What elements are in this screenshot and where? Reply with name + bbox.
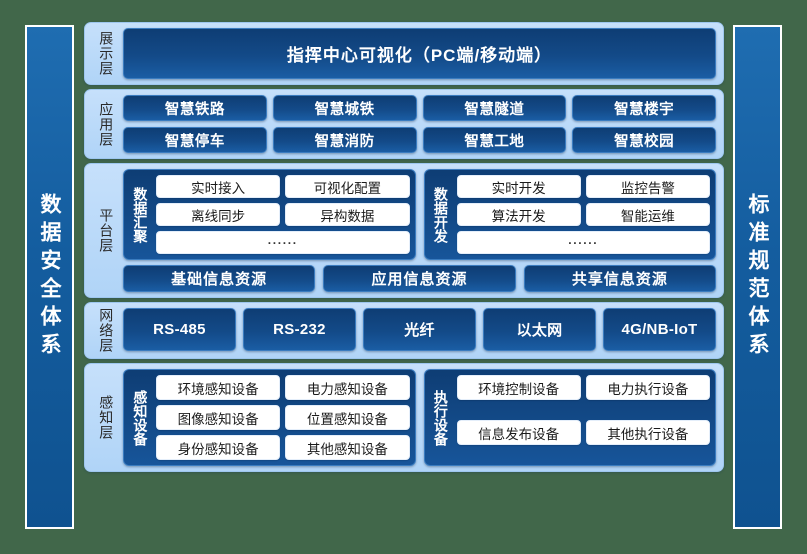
group-title-data-development-label: 数据开发 bbox=[432, 186, 449, 243]
platform-groups-row: 数据汇聚 实时接入 可视化配置 离线同步 异构数据 ······ bbox=[123, 169, 716, 260]
platform-group-data-development: 数据开发 实时开发 监控告警 算法开发 智能运维 ······ bbox=[423, 169, 716, 260]
layer-display-name: 展示层 bbox=[89, 28, 123, 79]
app-item-smart-building[interactable]: 智慧楼宇 bbox=[572, 95, 716, 121]
layer-perception: 感知层 感知设备 环境感知设备 电力感知设备 图像感知设备 位置感知设备 bbox=[84, 363, 724, 472]
cell-algorithm-development[interactable]: 算法开发 bbox=[456, 203, 581, 226]
network-grid: RS-485 RS-232 光纤 以太网 4G/NB-IoT bbox=[123, 308, 716, 351]
cell-information-publishing[interactable]: 信息发布设备 bbox=[456, 420, 581, 445]
layer-stack: 展示层 指挥中心可视化（PC端/移动端） 应用层 智慧铁路 智慧城铁 智慧隧道 … bbox=[84, 22, 724, 472]
app-item-smart-construction[interactable]: 智慧工地 bbox=[422, 127, 567, 153]
network-item-rs232[interactable]: RS-232 bbox=[243, 308, 356, 351]
layer-perception-body: 感知设备 环境感知设备 电力感知设备 图像感知设备 位置感知设备 身份感知设备 … bbox=[123, 369, 716, 466]
resource-application-information[interactable]: 应用信息资源 bbox=[323, 265, 516, 292]
group-title-data-aggregation-label: 数据汇聚 bbox=[132, 186, 149, 243]
layer-network: 网络层 RS-485 RS-232 光纤 以太网 4G/NB-IoT bbox=[84, 302, 724, 359]
app-item-smart-firefighting[interactable]: 智慧消防 bbox=[272, 127, 417, 153]
layer-display: 展示层 指挥中心可视化（PC端/移动端） bbox=[84, 22, 724, 85]
perception-group-actuator-devices: 执行设备 环境控制设备 电力执行设备 信息发布设备 其他执行设备 bbox=[423, 369, 716, 466]
resource-basic-information[interactable]: 基础信息资源 bbox=[123, 265, 316, 292]
cell-realtime-development[interactable]: 实时开发 bbox=[456, 175, 581, 198]
network-item-rs485[interactable]: RS-485 bbox=[123, 308, 236, 351]
cell-power-actuator[interactable]: 电力执行设备 bbox=[585, 375, 710, 400]
cell-position-sensing[interactable]: 位置感知设备 bbox=[285, 405, 410, 430]
layer-display-label: 展示层 bbox=[98, 31, 115, 76]
app-item-smart-campus[interactable]: 智慧校园 bbox=[572, 127, 716, 153]
group-cells-actuator-devices: 环境控制设备 电力执行设备 信息发布设备 其他执行设备 bbox=[456, 375, 710, 460]
app-item-smart-tunnel[interactable]: 智慧隧道 bbox=[422, 95, 567, 121]
layer-network-name: 网络层 bbox=[89, 308, 123, 353]
group-title-sensing-devices: 感知设备 bbox=[129, 375, 151, 460]
pillar-right-label: 标准规范体系 bbox=[746, 193, 769, 361]
pillar-data-security: 数据安全体系 bbox=[25, 25, 74, 529]
cell-offline-sync[interactable]: 离线同步 bbox=[156, 203, 281, 226]
platform-group-data-aggregation: 数据汇聚 实时接入 可视化配置 离线同步 异构数据 ······ bbox=[123, 169, 416, 260]
pillar-standard-spec: 标准规范体系 bbox=[733, 25, 782, 529]
platform-resources-row: 基础信息资源 应用信息资源 共享信息资源 bbox=[123, 265, 716, 292]
network-item-ethernet[interactable]: 以太网 bbox=[483, 308, 596, 351]
display-command-center[interactable]: 指挥中心可视化（PC端/移动端） bbox=[123, 28, 716, 79]
cell-visual-configuration[interactable]: 可视化配置 bbox=[285, 175, 410, 198]
group-cells-data-aggregation: 实时接入 可视化配置 离线同步 异构数据 ······ bbox=[156, 175, 410, 254]
cell-identity-sensing[interactable]: 身份感知设备 bbox=[156, 435, 281, 460]
perception-groups-row: 感知设备 环境感知设备 电力感知设备 图像感知设备 位置感知设备 身份感知设备 … bbox=[123, 369, 716, 466]
cell-image-sensing[interactable]: 图像感知设备 bbox=[156, 405, 281, 430]
cell-heterogeneous-data[interactable]: 异构数据 bbox=[285, 203, 410, 226]
group-cells-data-development: 实时开发 监控告警 算法开发 智能运维 ······ bbox=[456, 175, 710, 254]
cell-other-sensing[interactable]: 其他感知设备 bbox=[285, 435, 410, 460]
resource-shared-information[interactable]: 共享信息资源 bbox=[523, 265, 716, 292]
group-title-actuator-devices: 执行设备 bbox=[430, 375, 452, 460]
app-item-smart-railway[interactable]: 智慧铁路 bbox=[123, 95, 267, 121]
cell-environment-control[interactable]: 环境控制设备 bbox=[456, 375, 581, 400]
layer-network-label: 网络层 bbox=[98, 308, 115, 353]
network-item-fiber[interactable]: 光纤 bbox=[363, 308, 476, 351]
cell-other-actuator[interactable]: 其他执行设备 bbox=[585, 420, 710, 445]
layer-perception-label: 感知层 bbox=[98, 395, 115, 440]
layer-platform-body: 数据汇聚 实时接入 可视化配置 离线同步 异构数据 ······ bbox=[123, 169, 716, 292]
layer-network-body: RS-485 RS-232 光纤 以太网 4G/NB-IoT bbox=[123, 308, 716, 353]
group-title-sensing-devices-label: 感知设备 bbox=[132, 389, 149, 446]
layer-application-body: 智慧铁路 智慧城铁 智慧隧道 智慧楼宇 智慧停车 智慧消防 智慧工地 智慧校园 bbox=[123, 95, 716, 153]
network-item-4g-nbiot[interactable]: 4G/NB-IoT bbox=[603, 308, 716, 351]
layer-application-label: 应用层 bbox=[98, 101, 115, 147]
cell-monitoring-alarm[interactable]: 监控告警 bbox=[585, 175, 710, 198]
layer-application-name: 应用层 bbox=[89, 95, 123, 153]
layer-perception-name: 感知层 bbox=[89, 369, 123, 466]
pillar-left-label: 数据安全体系 bbox=[38, 193, 61, 361]
layer-display-body: 指挥中心可视化（PC端/移动端） bbox=[123, 28, 716, 79]
layer-application: 应用层 智慧铁路 智慧城铁 智慧隧道 智慧楼宇 智慧停车 智慧消防 智慧工地 智… bbox=[84, 89, 724, 159]
cell-more-data-aggregation[interactable]: ······ bbox=[156, 231, 410, 254]
group-title-actuator-devices-label: 执行设备 bbox=[432, 389, 449, 446]
layer-platform: 平台层 数据汇聚 实时接入 可视化配置 离线同步 异构数据 bbox=[84, 163, 724, 298]
group-cells-sensing-devices: 环境感知设备 电力感知设备 图像感知设备 位置感知设备 身份感知设备 其他感知设… bbox=[156, 375, 410, 460]
perception-group-sensing-devices: 感知设备 环境感知设备 电力感知设备 图像感知设备 位置感知设备 身份感知设备 … bbox=[123, 369, 416, 466]
group-title-data-aggregation: 数据汇聚 bbox=[129, 175, 151, 254]
layer-platform-label: 平台层 bbox=[98, 208, 115, 253]
cell-realtime-access[interactable]: 实时接入 bbox=[156, 175, 281, 198]
cell-power-sensing[interactable]: 电力感知设备 bbox=[285, 375, 410, 400]
cell-more-data-development[interactable]: ······ bbox=[456, 231, 710, 254]
application-grid: 智慧铁路 智慧城铁 智慧隧道 智慧楼宇 智慧停车 智慧消防 智慧工地 智慧校园 bbox=[123, 95, 716, 153]
cell-environment-sensing[interactable]: 环境感知设备 bbox=[156, 375, 281, 400]
layer-platform-name: 平台层 bbox=[89, 169, 123, 292]
cell-intelligent-ops[interactable]: 智能运维 bbox=[585, 203, 710, 226]
group-title-data-development: 数据开发 bbox=[430, 175, 452, 254]
app-item-smart-parking[interactable]: 智慧停车 bbox=[123, 127, 267, 153]
app-item-smart-urban-rail[interactable]: 智慧城铁 bbox=[272, 95, 417, 121]
